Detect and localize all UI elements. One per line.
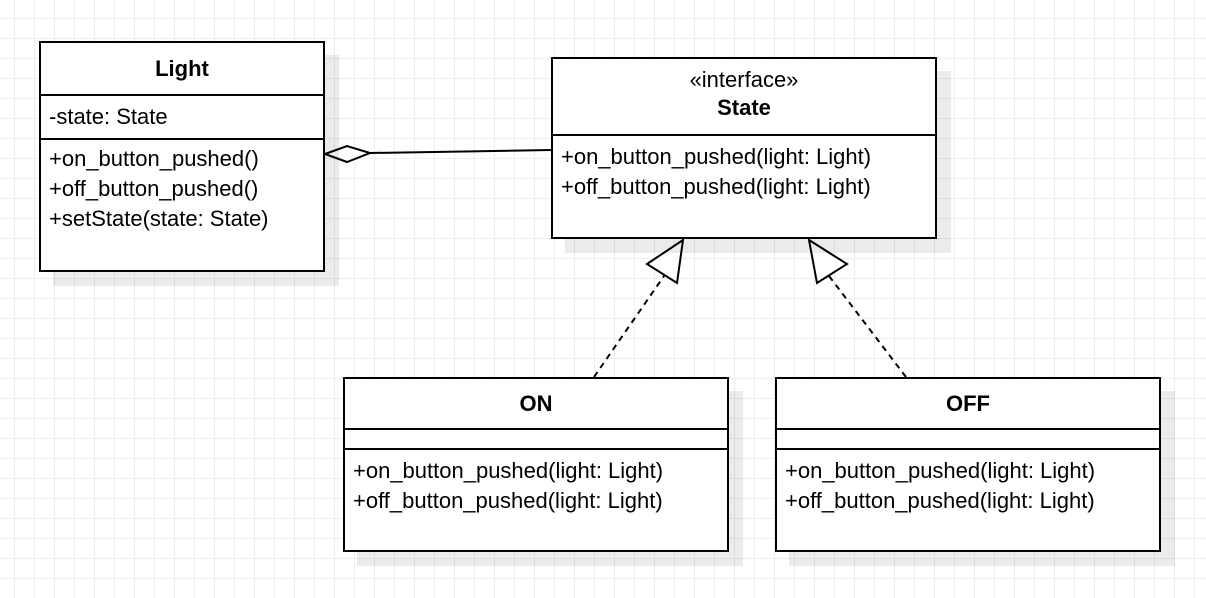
class-light[interactable]: Light -state: State +on_button_pushed() … bbox=[39, 41, 325, 272]
class-state-stereotype: «interface» bbox=[689, 67, 799, 92]
class-off-operations: +on_button_pushed(light: Light) +off_but… bbox=[777, 450, 1159, 516]
class-on-name: ON bbox=[519, 391, 553, 416]
operation: +off_button_pushed() bbox=[49, 176, 259, 201]
operation: +on_button_pushed(light: Light) bbox=[353, 458, 664, 483]
class-state-header: «interface» State bbox=[553, 59, 935, 136]
realization-line-off bbox=[828, 275, 907, 378]
class-state-name: State bbox=[717, 95, 771, 120]
class-off-header: OFF bbox=[777, 379, 1159, 430]
operation: +off_button_pushed(light: Light) bbox=[353, 488, 663, 513]
operation: +off_button_pushed(light: Light) bbox=[785, 488, 1095, 513]
class-off-name: OFF bbox=[946, 391, 990, 416]
operation: +setState(state: State) bbox=[49, 206, 269, 231]
realization-line-on bbox=[593, 275, 665, 378]
operation: +on_button_pushed(light: Light) bbox=[561, 144, 872, 169]
attribute: -state: State bbox=[49, 104, 168, 129]
class-on-operations: +on_button_pushed(light: Light) +off_but… bbox=[345, 450, 727, 516]
class-state[interactable]: «interface» State +on_button_pushed(ligh… bbox=[551, 57, 937, 239]
class-on-header: ON bbox=[345, 379, 727, 430]
class-on-attributes bbox=[345, 430, 727, 450]
realization-arrow-off-icon bbox=[807, 237, 849, 285]
class-light-operations: +on_button_pushed() +off_button_pushed()… bbox=[41, 140, 323, 234]
class-light-header: Light bbox=[41, 43, 323, 96]
class-light-attributes: -state: State bbox=[41, 96, 323, 140]
aggregation-diamond-icon bbox=[322, 144, 374, 164]
realization-arrow-on-icon bbox=[645, 237, 685, 285]
class-off-attributes bbox=[777, 430, 1159, 450]
class-on[interactable]: ON +on_button_pushed(light: Light) +off_… bbox=[343, 377, 729, 552]
class-light-name: Light bbox=[155, 56, 209, 81]
operation: +on_button_pushed() bbox=[49, 146, 259, 171]
operation: +off_button_pushed(light: Light) bbox=[561, 174, 871, 199]
class-state-operations: +on_button_pushed(light: Light) +off_but… bbox=[553, 136, 935, 202]
operation: +on_button_pushed(light: Light) bbox=[785, 458, 1096, 483]
class-off[interactable]: OFF +on_button_pushed(light: Light) +off… bbox=[775, 377, 1161, 552]
aggregation-line bbox=[369, 149, 552, 154]
